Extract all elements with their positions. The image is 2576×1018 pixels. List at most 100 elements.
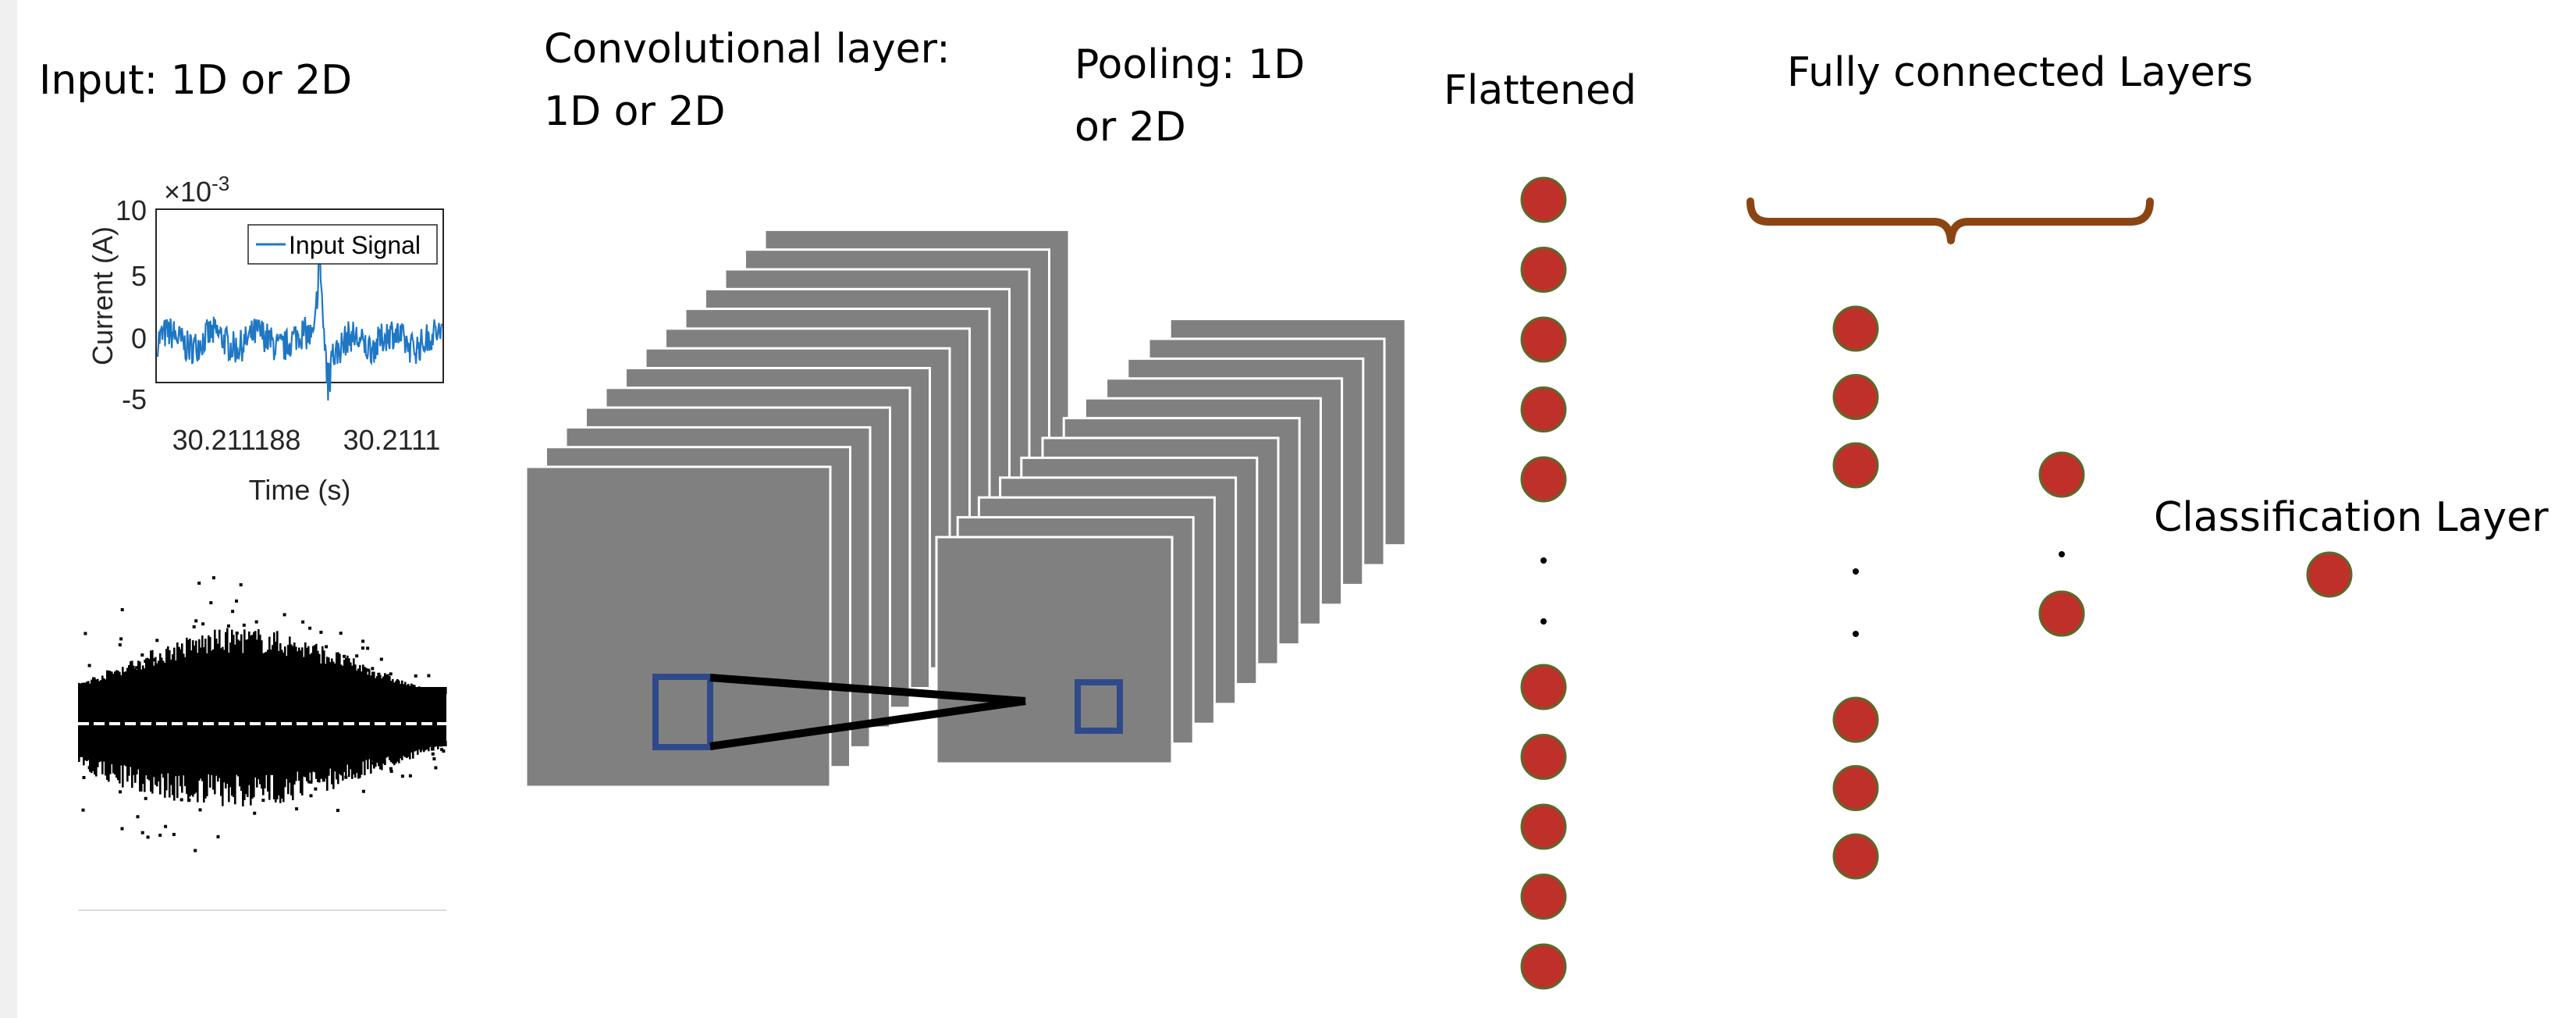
image-column-lower	[172, 741, 174, 796]
image-speckle	[119, 744, 123, 747]
image-speckle	[405, 711, 409, 715]
image-column-lower	[254, 741, 257, 778]
image-column-lower	[211, 741, 213, 775]
image-column-upper	[108, 671, 110, 694]
image-speckle	[389, 672, 393, 676]
image-column-upper	[190, 650, 193, 694]
image-column-upper	[410, 683, 413, 694]
image-column-lower	[151, 741, 154, 794]
image-speckle	[208, 745, 211, 748]
image-speckle	[427, 674, 431, 678]
image-column-lower	[267, 741, 269, 792]
image-column-lower	[194, 741, 196, 795]
image-speckle	[282, 613, 286, 617]
image-column-upper	[334, 664, 336, 694]
image-column-lower	[320, 741, 322, 779]
image-column-upper	[114, 671, 116, 694]
image-speckle	[144, 796, 147, 800]
image-speckle	[194, 849, 197, 852]
image-column-upper	[303, 657, 305, 694]
image-speckle	[83, 632, 87, 635]
image-speckle	[301, 620, 305, 624]
image-column-upper	[350, 662, 352, 694]
image-speckle	[318, 736, 321, 740]
y-axis-label: Current (A)	[87, 226, 119, 365]
image-column-upper	[245, 639, 247, 694]
image-column-upper	[117, 671, 119, 694]
image-column-lower	[237, 741, 240, 777]
image-column-lower	[192, 741, 194, 797]
image-column-lower	[123, 741, 126, 766]
image-column-lower	[162, 741, 165, 778]
image-speckle	[120, 608, 124, 611]
image-column-upper	[340, 664, 343, 694]
image-column-upper	[233, 635, 235, 694]
image-speckle	[158, 833, 162, 837]
image-column-lower	[348, 741, 350, 778]
image-column-upper	[123, 671, 126, 694]
image-column-lower	[183, 741, 185, 776]
image-column-lower	[114, 741, 116, 775]
image-column-upper	[242, 653, 244, 694]
image-speckle	[146, 717, 150, 721]
image-column-upper	[201, 635, 204, 694]
image-speckle	[408, 774, 412, 778]
image-column-lower	[301, 741, 304, 796]
image-column-lower	[109, 741, 112, 774]
image-column-upper	[272, 645, 274, 694]
image-column-upper	[254, 631, 257, 694]
image-column-lower	[368, 741, 371, 760]
image-column-lower	[147, 741, 149, 778]
image-column-lower	[225, 741, 227, 788]
image-column-lower	[250, 741, 252, 806]
image-column-lower	[242, 741, 244, 806]
image-speckle	[361, 646, 364, 650]
image-column-upper	[144, 668, 146, 694]
image-column-upper	[345, 657, 347, 694]
image-column-lower	[409, 741, 411, 760]
image-speckle	[388, 689, 392, 693]
image-column-lower	[386, 741, 388, 758]
image-column-upper	[97, 678, 99, 694]
image-column-lower	[119, 741, 121, 784]
image-speckle	[211, 576, 215, 580]
image-column-upper	[423, 687, 425, 694]
image-column-lower	[179, 741, 182, 787]
image-column-upper	[314, 645, 316, 694]
image-column-upper	[432, 687, 435, 694]
image-column-lower	[297, 741, 299, 772]
image-column-lower	[381, 741, 383, 771]
image-column-upper	[370, 675, 372, 694]
image-speckle	[92, 697, 95, 700]
image-column-upper	[403, 684, 405, 694]
image-speckle	[192, 625, 196, 628]
image-column-upper	[381, 678, 383, 694]
flattened-label: Flattened	[1444, 67, 1636, 114]
image-column-lower	[125, 741, 127, 767]
image-column-upper	[194, 645, 196, 694]
image-column-upper	[387, 674, 389, 694]
image-column-lower	[331, 741, 333, 785]
image-column-upper	[200, 647, 202, 694]
image-speckle	[309, 794, 313, 798]
image-column-lower	[186, 741, 188, 794]
image-column-lower	[264, 741, 266, 788]
image-column-upper	[320, 664, 322, 694]
image-speckle	[87, 664, 91, 667]
image-speckle	[323, 763, 327, 767]
image-column-upper	[376, 676, 378, 694]
image-speckle	[78, 686, 82, 690]
image-speckle	[371, 667, 375, 671]
image-speckle	[382, 760, 386, 764]
image-column-upper	[140, 669, 143, 694]
image-column-lower	[357, 741, 360, 779]
conv-kernel-box	[652, 674, 713, 750]
image-speckle	[336, 809, 339, 813]
flattened-node	[1520, 734, 1567, 780]
image-column-upper	[81, 682, 83, 694]
image-column-lower	[95, 741, 98, 777]
image-column-upper	[435, 687, 438, 694]
image-speckle	[187, 673, 190, 677]
image-column-upper	[211, 650, 213, 694]
image-column-upper	[353, 658, 355, 694]
